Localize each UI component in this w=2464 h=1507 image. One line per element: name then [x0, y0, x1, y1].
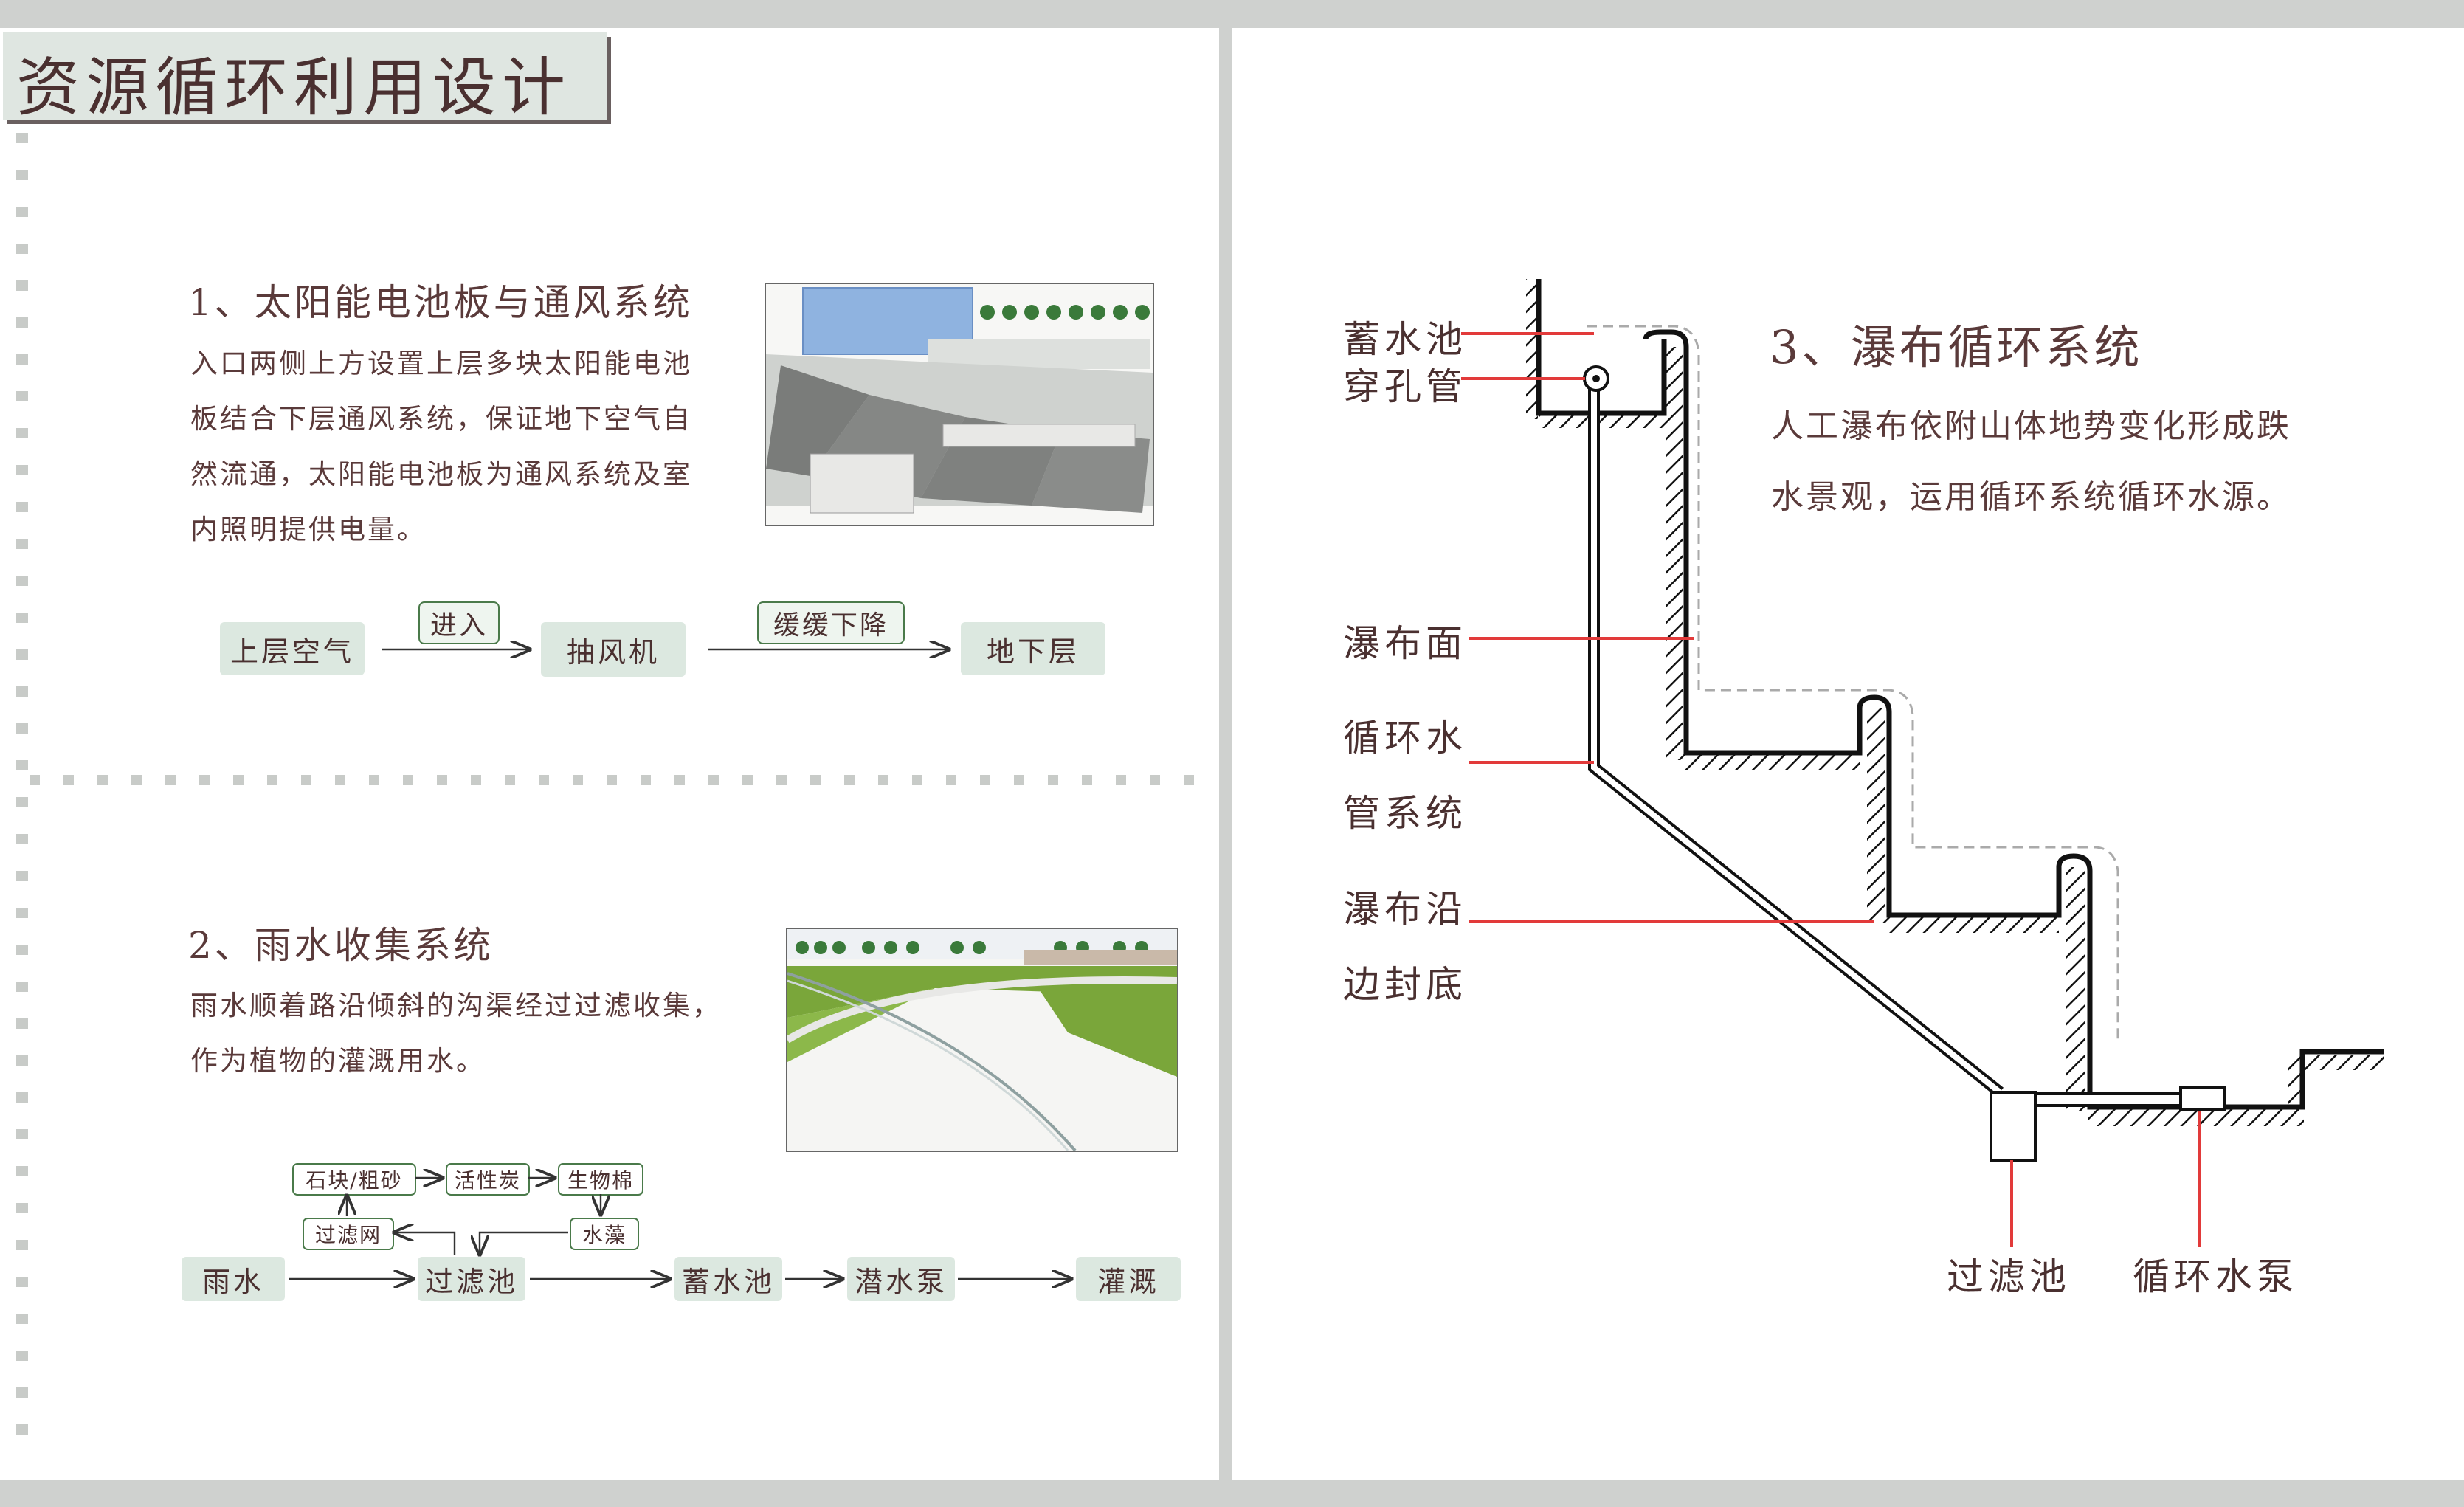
upper-basin-wall: [1536, 279, 1667, 416]
circulation-pipe-inner: [1591, 373, 2002, 1095]
flow-node-basement: 地下层: [961, 622, 1105, 675]
flow-edge-descend: 缓缓下降: [757, 601, 905, 644]
label-reservoir: 蓄水池: [1343, 318, 1467, 361]
waterfall-steps-outline: [1643, 329, 2384, 1110]
flow-edge-enter: 进入: [418, 601, 500, 644]
title-banner: [3, 32, 607, 120]
circulation-pump-icon: [2179, 1086, 2226, 1111]
flow-node-irrigation: 灌溉: [1076, 1257, 1181, 1301]
flow-node-filter-pool: 过滤池: [418, 1257, 525, 1301]
section1-desc-line: 然流通，太阳能电池板为通风系统及室: [190, 458, 692, 490]
label-filter-pool: 过滤池: [1947, 1255, 2071, 1298]
dotted-divider-horizontal: [30, 775, 1203, 785]
solar-panel-rendering: [765, 283, 1154, 526]
label-perforated-pipe: 穿孔管: [1343, 365, 1467, 408]
label-circulation-pump: 循环水泵: [2133, 1255, 2298, 1298]
label-circulation-pipe-2: 管系统: [1343, 792, 1467, 835]
upper-basin-hatch: [1526, 279, 1538, 419]
step3-hatch: [2066, 867, 2085, 1111]
section2-desc-line: 作为植物的灌溉用水。: [190, 1045, 486, 1077]
arrow-filter-to-net: [394, 1232, 456, 1255]
filter-algae: 水藻: [570, 1218, 639, 1250]
dotted-border-vertical: [16, 133, 28, 1454]
circulation-pipe-outer: [1588, 373, 2004, 1097]
rain-channel-rendering-art: [787, 929, 1177, 1151]
rain-channel-rendering: [786, 928, 1178, 1152]
section1-desc-line: 入口两侧上方设置上层多块太阳能电池: [190, 348, 692, 379]
step1-floor-hatch: [1683, 754, 1860, 770]
section2-heading: 2、雨水收集系统: [188, 924, 494, 967]
flow-node-rain: 雨水: [182, 1257, 285, 1301]
bottom-right-hatch: [2288, 1055, 2302, 1114]
panel-divider: [1219, 28, 1232, 1480]
section2-description: 雨水顺着路沿倾斜的沟渠经过过滤收集， 作为植物的灌溉用水。: [190, 978, 722, 1089]
page-title: 资源循环利用设计: [16, 51, 571, 125]
section3-desc-line: 水景观，运用循环系统循环水源。: [1771, 478, 2291, 516]
pump-pipe: [2034, 1092, 2184, 1107]
step2-hatch: [1867, 708, 1885, 923]
filter-pool-box: [1990, 1091, 2037, 1162]
flow-node-exhaust-fan: 抽风机: [541, 622, 686, 677]
section1-desc-line: 板结合下层通风系统，保证地下空气自: [190, 403, 692, 435]
solar-panel-rendering-art: [766, 284, 1153, 525]
label-waterfall-edge-1: 瀑布沿: [1343, 888, 1467, 931]
label-circulation-pipe-1: 循环水: [1343, 717, 1467, 759]
section1-heading: 1、太阳能电池板与通风系统: [188, 281, 693, 324]
waterline-dashed: [1587, 325, 2119, 1044]
ground-right-hatch: [2304, 1055, 2384, 1070]
flow-node-storage-pool: 蓄水池: [674, 1257, 782, 1301]
flow-node-submersible-pump: 潜水泵: [847, 1257, 955, 1301]
step2-floor-hatch: [1885, 917, 2059, 933]
filter-activated-carbon: 活性炭: [446, 1163, 530, 1196]
label-waterfall-edge-2: 边封底: [1343, 963, 1467, 1006]
label-waterfall-face: 瀑布面: [1343, 622, 1467, 665]
step1-hatch: [1666, 347, 1683, 760]
section1-desc-line: 内照明提供电量。: [190, 514, 427, 545]
section3-description: 人工瀑布依附山体地势变化形成跌 水景观，运用循环系统循环水源。: [1771, 391, 2291, 533]
section2-desc-line: 雨水顺着路沿倾斜的沟渠经过过滤收集，: [190, 990, 722, 1021]
section1-description: 入口两侧上方设置上层多块太阳能电池 板结合下层通风系统，保证地下空气自 然流通，…: [190, 336, 692, 557]
section3-heading: 3、瀑布循环系统: [1770, 320, 2143, 374]
filter-net: 过滤网: [303, 1218, 394, 1250]
section3-desc-line: 人工瀑布依附山体地势变化形成跌: [1771, 407, 2291, 445]
arrow-algae-to-filter: [480, 1231, 568, 1255]
flow-node-upper-air: 上层空气: [220, 622, 365, 675]
upper-basin-floor-hatch: [1539, 415, 1666, 428]
